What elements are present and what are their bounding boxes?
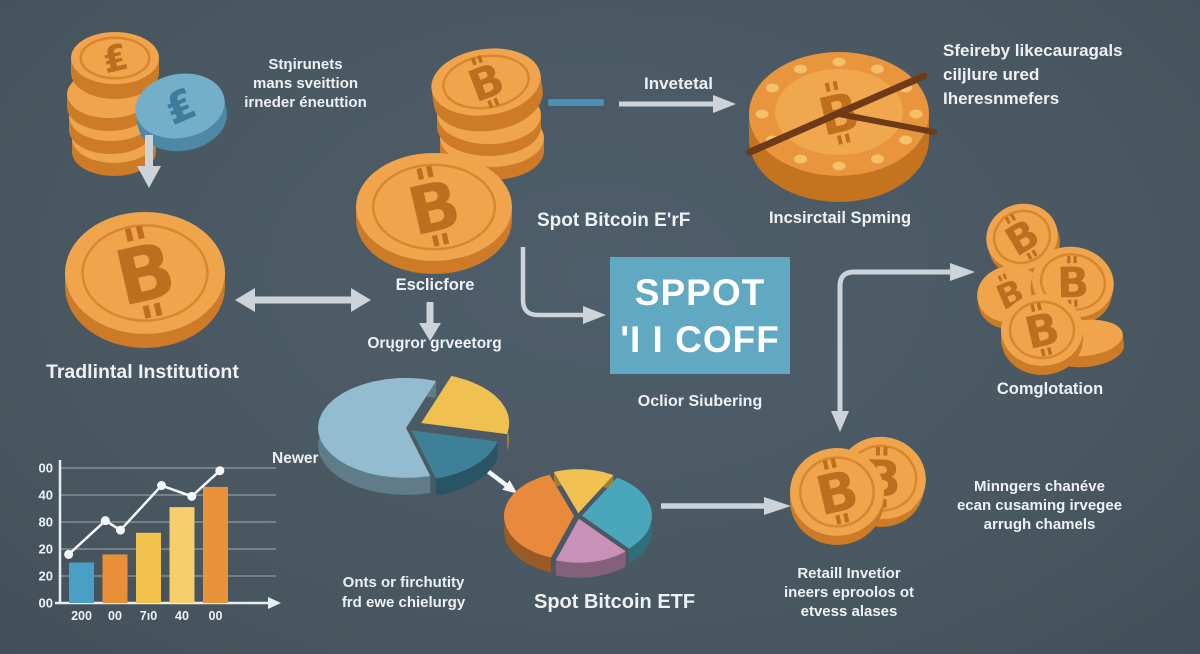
svg-text:20: 20 <box>39 542 53 557</box>
svg-text:00: 00 <box>108 609 122 623</box>
down-arrow-icon <box>137 135 161 188</box>
eschfore-label: Esclicfore <box>395 276 475 294</box>
bitcoin-coin-stack-icon: B <box>431 48 544 180</box>
spot-etf-box: SPPOT 'I I COFF <box>610 257 790 374</box>
note-line: ciljlure ured <box>943 65 1040 84</box>
industrial-label: Incsirctail Spming <box>768 209 912 227</box>
invetetal-label: Invetetal <box>644 74 713 93</box>
right-arrow-icon <box>619 95 736 113</box>
orujgror-label: Orųgror grveetorg <box>367 335 502 352</box>
bitcoin-coin-icon: B <box>65 212 225 348</box>
svg-text:00: 00 <box>209 609 223 623</box>
split-elbow-arrow-icon <box>831 263 975 432</box>
svg-text:40: 40 <box>175 609 189 623</box>
svg-text:200: 200 <box>71 609 92 623</box>
top-left-note: Stŋirunets mans sveittion irneder éneutt… <box>233 55 378 112</box>
right-arrow-icon <box>661 497 791 515</box>
spot-bitcoin-etf-caption: Spot Bitcoin ETF <box>534 591 696 613</box>
svg-text:00: 00 <box>39 461 53 476</box>
svg-text:80: 80 <box>39 515 53 530</box>
svg-text:7ı0: 7ı0 <box>140 609 157 623</box>
note-line: irneder éneuttion <box>244 94 367 111</box>
note-line: Sfeireby likecauragals <box>943 41 1123 60</box>
spot-etf-pie-chart <box>504 469 652 578</box>
note-line: ineers eproolos ot <box>783 584 915 601</box>
minngers-note: Minngers chanéve ecan cusaming irvegee a… <box>952 477 1127 534</box>
double-arrow-icon <box>235 288 371 312</box>
note-line: Stŋirunets <box>268 56 343 73</box>
note-line: Iheresnmefers <box>943 89 1060 108</box>
box-title-line: 'I I COFF <box>620 318 780 360</box>
cracked-bitcoin-coin-icon: B <box>746 52 937 202</box>
svg-text:20: 20 <box>39 569 53 584</box>
comglotation-label: Comglotation <box>996 380 1104 398</box>
top-right-note: Sfeireby likecauragals ciljlure ured Ihe… <box>943 39 1168 111</box>
traditional-institution-label: Tradlintal Institutiont <box>46 361 239 383</box>
newer-label: Newer <box>272 450 319 467</box>
oclior-label: Oclior Siubering <box>637 393 763 410</box>
note-line: Minngers chanéve <box>974 478 1105 495</box>
bitcoin-coin-icon: B <box>356 153 512 274</box>
box-title-line: SPPOT <box>634 271 766 313</box>
note-line: Onts or firchutity <box>342 574 465 591</box>
newer-pie-chart <box>318 376 510 496</box>
note-line: mans sveittion <box>252 75 359 92</box>
spot-bitcoin-erf-heading: Spot Bitcoin E'rF <box>537 210 691 231</box>
onts-note: Onts or firchutity frd ewe chielurgy <box>326 573 481 613</box>
note-line: etvess alases <box>800 603 898 620</box>
down-arrow-icon <box>419 302 441 341</box>
note-line: arrugh chamels <box>983 516 1096 533</box>
elbow-arrow-icon <box>520 247 606 324</box>
retail-investor-note: Retaill Invetíor ineers eproolos ot etve… <box>778 564 920 621</box>
note-line: frd ewe chielurgy <box>341 594 466 611</box>
growth-bar-chart: 00 40 80 20 20 00 200 00 7ı0 40 00 <box>39 460 281 623</box>
svg-text:00: 00 <box>39 596 53 611</box>
pound-coin-stack-icon: ₤₤ <box>67 32 227 176</box>
bitcoin-coins-pair-icon: BB <box>790 436 926 545</box>
blue-dash <box>548 99 604 106</box>
note-line: ecan cusaming irvegee <box>956 497 1123 514</box>
note-line: Retaill Invetíor <box>797 565 901 582</box>
svg-text:40: 40 <box>39 488 53 503</box>
